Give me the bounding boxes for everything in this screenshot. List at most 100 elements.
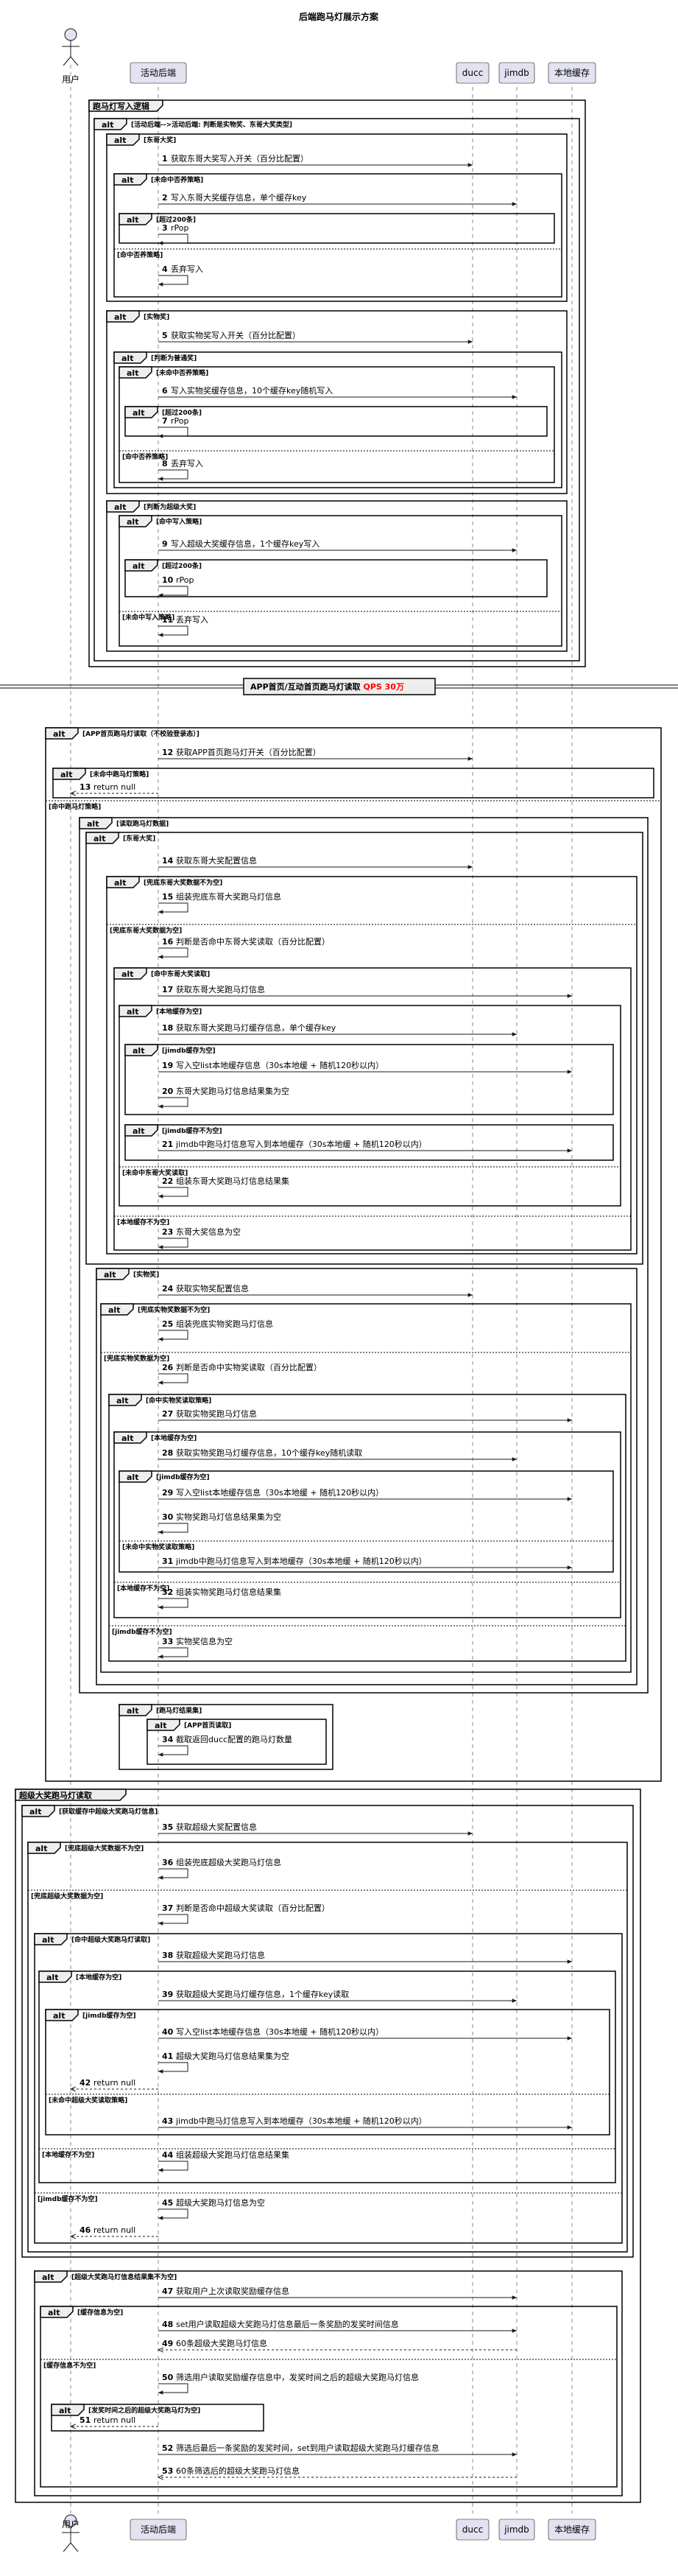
alt-guard-label: [命中写入策略] <box>156 517 202 526</box>
frame-tab-label: alt <box>104 1270 116 1280</box>
section-divider-label: APP首页/互动首页跑马灯读取 QPS 30万 <box>250 681 404 692</box>
participant-label: 活动后端 <box>141 68 176 78</box>
message-number: 47 <box>162 2287 173 2296</box>
frame-tab <box>15 1789 127 1801</box>
frame-tab-label: alt <box>102 120 113 130</box>
self-message-arrow <box>158 1330 188 1341</box>
frame-tab <box>119 1470 152 1483</box>
self-message-arrow <box>158 1745 188 1757</box>
self-message-arrow <box>158 947 188 959</box>
self-message-arrow <box>158 902 188 914</box>
else-guard-label: [本地缓存不为空] <box>117 1584 169 1593</box>
message-text: 丢弃写入 <box>171 458 203 468</box>
frame-tab-label: alt <box>133 1126 144 1136</box>
actor-head-icon <box>64 28 77 41</box>
self-message-arrow <box>158 1373 188 1385</box>
alt-frame <box>113 173 562 298</box>
message-text: 获取超级大奖跑马灯缓存信息，1个缓存key读取 <box>176 1989 349 1999</box>
message-text: 写入空list本地缓存信息（30s本地缓 + 随机120秒以内） <box>176 1060 384 1070</box>
message-text: 获取东哥大奖跑马灯缓存信息，单个缓存key <box>176 1022 336 1033</box>
frame-tab-label: alt <box>108 1305 120 1315</box>
message-text: return null <box>93 2078 135 2088</box>
else-guard-label: [未命中实物奖读取策略] <box>122 1543 194 1551</box>
participant-box <box>130 2519 187 2541</box>
alt-guard-label: [未命中否养策略] <box>151 175 203 184</box>
message-number: 12 <box>162 748 173 757</box>
frame-tab <box>124 1124 158 1137</box>
self-message-arrow <box>158 234 188 245</box>
alt-frame <box>113 1431 621 1618</box>
participant-box <box>548 62 596 84</box>
message-text: 丢弃写入 <box>176 614 208 625</box>
message-text: 获取超级大奖配置信息 <box>176 1822 257 1832</box>
message-number: 40 <box>162 2027 174 2037</box>
section-divider-box <box>243 678 436 695</box>
frame-tab-label: alt <box>127 215 138 225</box>
message-text: 获取实物奖跑马灯信息 <box>176 1408 257 1419</box>
else-guard-label: [兜底东哥大奖数据为空] <box>110 926 182 935</box>
frame-tab-label: alt <box>87 819 99 829</box>
message-number: 10 <box>162 575 174 585</box>
frame-tab-label: alt <box>127 1007 138 1017</box>
message-text: 组装实物奖跑马灯信息结果集 <box>176 1587 281 1597</box>
message-text: 筛选用户读取奖励缓存信息中，发奖时间之后的超级大奖跑马灯信息 <box>176 2372 419 2382</box>
frame-tab-label: alt <box>48 2308 60 2317</box>
actor-leg <box>63 2542 71 2552</box>
else-guard-label: [jimdb缓存不为空] <box>112 1627 172 1636</box>
frame-tab <box>119 213 152 225</box>
message-number: 26 <box>162 1363 174 1372</box>
message-number: 48 <box>162 2320 173 2329</box>
message-number: 7 <box>162 416 168 426</box>
alt-guard-label: [jimdb缓存为空] <box>82 2011 136 2020</box>
message-number: 19 <box>162 1061 173 1070</box>
alt-frame <box>40 2306 618 2488</box>
message-number: 36 <box>162 1858 174 1867</box>
message-text: 写入实物奖缓存信息，10个缓存key随机写入 <box>171 385 333 396</box>
message-number: 45 <box>162 2198 173 2208</box>
frame-tab <box>45 727 79 740</box>
alt-guard-label: [获取缓存中超级大奖跑马灯信息] <box>59 1807 158 1816</box>
message-text: 组装超级大奖跑马灯信息结果集 <box>176 2149 289 2160</box>
alt-frame <box>85 832 643 1265</box>
message-number: 5 <box>162 331 168 340</box>
message-text: 东哥大奖信息为空 <box>176 1226 241 1237</box>
message-text: 组装东哥大奖跑马灯信息结果集 <box>176 1176 289 1186</box>
group-frame <box>88 99 586 667</box>
else-guard-label: [命中否养策略] <box>117 250 163 259</box>
diagram-title: 后端跑马灯展示方案 <box>299 11 379 22</box>
message-number: 51 <box>80 2415 91 2425</box>
message-number: 20 <box>162 1087 174 1096</box>
participant-box <box>456 2519 490 2541</box>
message-number: 28 <box>162 1448 173 1458</box>
frame-tab-label: alt <box>121 354 133 363</box>
message-number: 16 <box>162 937 174 947</box>
frame-tab <box>119 515 152 527</box>
else-guard-label: [jimdb缓存不为空] <box>38 2194 98 2203</box>
section-highlight: QPS 30万 <box>363 682 403 692</box>
alt-frame <box>93 118 580 661</box>
self-message-arrow <box>158 1647 188 1659</box>
message-text: return null <box>93 782 135 792</box>
self-message-arrow <box>158 1598 188 1610</box>
message-text: 获取APP首页跑马灯开关（百分比配置） <box>176 747 321 757</box>
message-text: 丢弃写入 <box>171 264 203 274</box>
message-text: 写入东哥大奖缓存信息，单个缓存key <box>171 192 307 203</box>
alt-guard-label: [命中超级大奖跑马灯读取] <box>71 1935 150 1944</box>
alt-guard-label: [本地缓存为空] <box>156 1007 202 1016</box>
alt-guard-label: [jimdb缓存为空] <box>162 1046 216 1055</box>
message-text: 截取返回ducc配置的跑马灯数量 <box>176 1734 292 1744</box>
frame-tab-label: alt <box>42 1935 54 1945</box>
else-guard-label: [未命中写入策略] <box>122 613 174 622</box>
message-text: 获取用户上次读取奖励缓存信息 <box>176 2286 289 2296</box>
alt-frame <box>119 1704 333 1770</box>
message-number: 42 <box>80 2078 91 2088</box>
frame-tab-label: alt <box>127 1473 138 1482</box>
message-text: jimdb中跑马灯信息写入到本地缓存（30s本地缓 + 随机120秒以内） <box>175 2116 427 2126</box>
frame-tab-label: 跑马灯写入逻辑 <box>93 101 149 111</box>
message-text: 写入空list本地缓存信息（30s本地缓 + 随机120秒以内） <box>176 2026 384 2037</box>
frame-tab <box>85 832 119 844</box>
message-text: 实物奖信息为空 <box>176 1636 233 1646</box>
frame-tab <box>113 1431 147 1444</box>
message-text: 超级大奖跑马灯信息为空 <box>176 2197 265 2208</box>
